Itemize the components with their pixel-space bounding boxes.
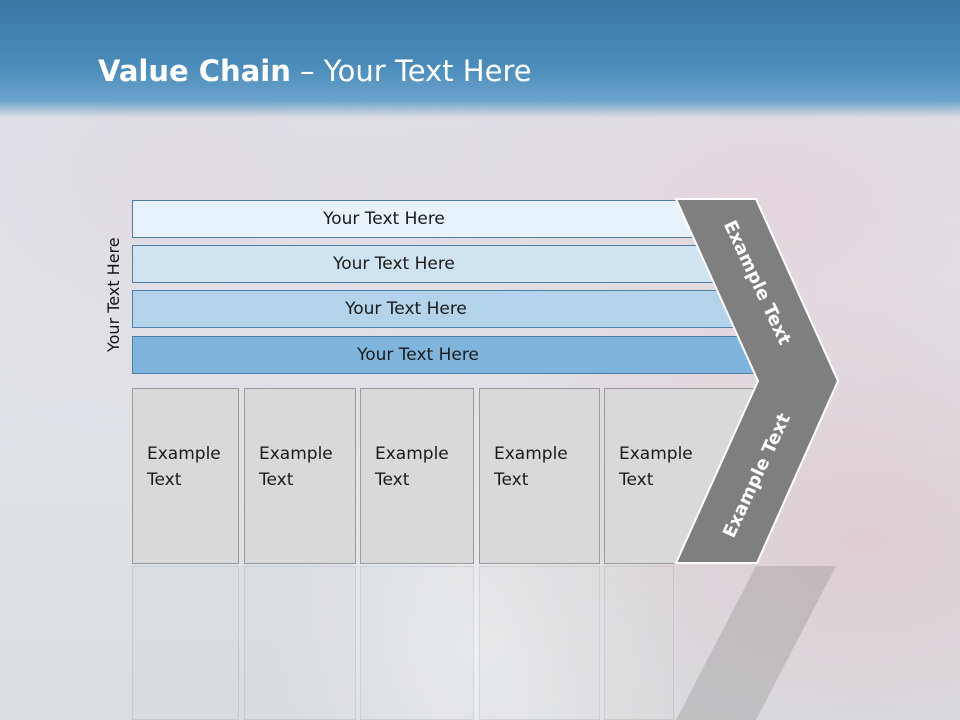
activity-box-3: Example Text [360,388,474,564]
box-5-line2: Text [619,470,654,490]
box-3-line2: Text [375,470,410,490]
box-1-line1: Example [147,444,221,464]
band-1-label: Your Text Here [323,209,445,229]
box-5-line1: Example [619,444,693,464]
box-4-line1: Example [494,444,568,464]
band-4-label: Your Text Here [357,345,479,365]
band-3-label: Your Text Here [345,299,467,319]
slide-title: Value Chain – Your Text Here [98,54,532,88]
box-2-line1: Example [259,444,333,464]
activity-box-1: Example Text [132,388,239,564]
band-3: Your Text Here [132,290,740,328]
band-2-label: Your Text Here [333,254,455,274]
activity-box-2: Example Text [244,388,356,564]
box-1-line2: Text [147,470,182,490]
band-1: Your Text Here [132,200,696,238]
box-2-line2: Text [259,470,294,490]
activity-box-4: Example Text [479,388,600,564]
band-4: Your Text Here [132,336,764,374]
title-bold: Value Chain [98,54,291,88]
side-label: Your Text Here [104,237,123,352]
box-4-line2: Text [494,470,529,490]
title-rest: – Your Text Here [290,54,532,88]
box-3-line1: Example [375,444,449,464]
band-2: Your Text Here [132,245,716,283]
title-bar: Value Chain – Your Text Here [0,0,960,118]
